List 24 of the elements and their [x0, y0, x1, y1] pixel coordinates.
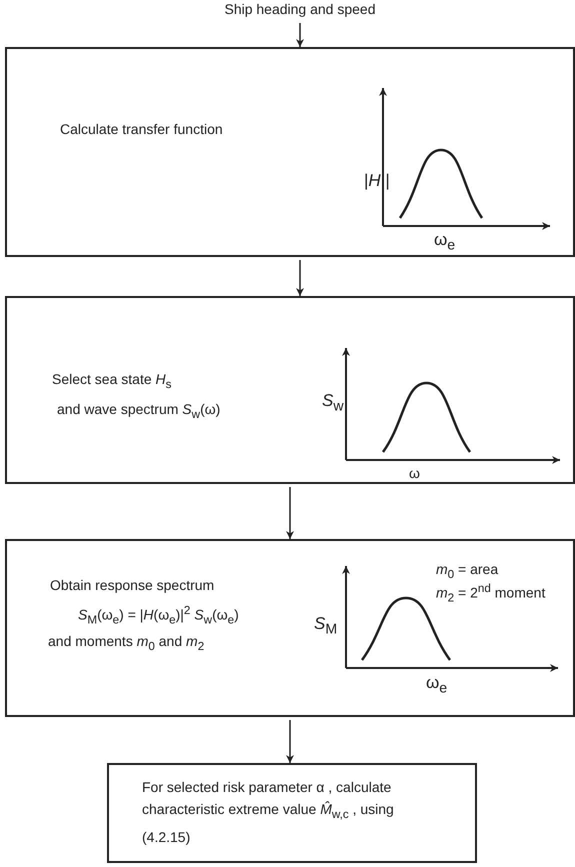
axis-label: ω	[409, 464, 420, 482]
process-box	[5, 47, 575, 257]
process-text: and moments m$_{0}$ and m$_{2}$	[48, 632, 204, 655]
arrow	[286, 720, 294, 763]
process-box	[5, 539, 575, 717]
axis-label: ω$_{e}$	[426, 674, 448, 698]
process-text: Calculate transfer function	[60, 120, 223, 138]
axis-label: |H |	[364, 172, 390, 190]
process-box	[107, 763, 477, 863]
process-text: Obtain response spectrum	[50, 576, 214, 594]
formula-text: S$_{M}$(ω$_{e}$) = |H(ω$_{e}$)|$^{2}$ S$_{w}$(ω$_{e}$)	[78, 603, 239, 628]
axis-label: S$_{w}$	[322, 392, 344, 416]
arrow	[296, 260, 304, 296]
process-text: For selected risk parameter α , calculate characteristic extreme value M̂$_{w,c}$ , using (4.2.15)	[142, 778, 395, 847]
axis-label: S$_{M}$	[314, 615, 338, 638]
process-text: Select sea state H$_{s}$	[52, 370, 172, 393]
process-box	[5, 296, 575, 484]
arrow	[286, 487, 294, 539]
annotation-text: m$_{0}$ = area	[436, 560, 498, 583]
axis-label: ω$_{e}$	[434, 231, 456, 254]
annotation-text: m$_{2}$ = 2$^{nd}$ moment	[436, 581, 546, 606]
input-label: Ship heading and speed	[180, 0, 420, 18]
arrow	[296, 23, 304, 47]
process-text: and wave spectrum S$_{w}$(ω)	[57, 400, 220, 423]
